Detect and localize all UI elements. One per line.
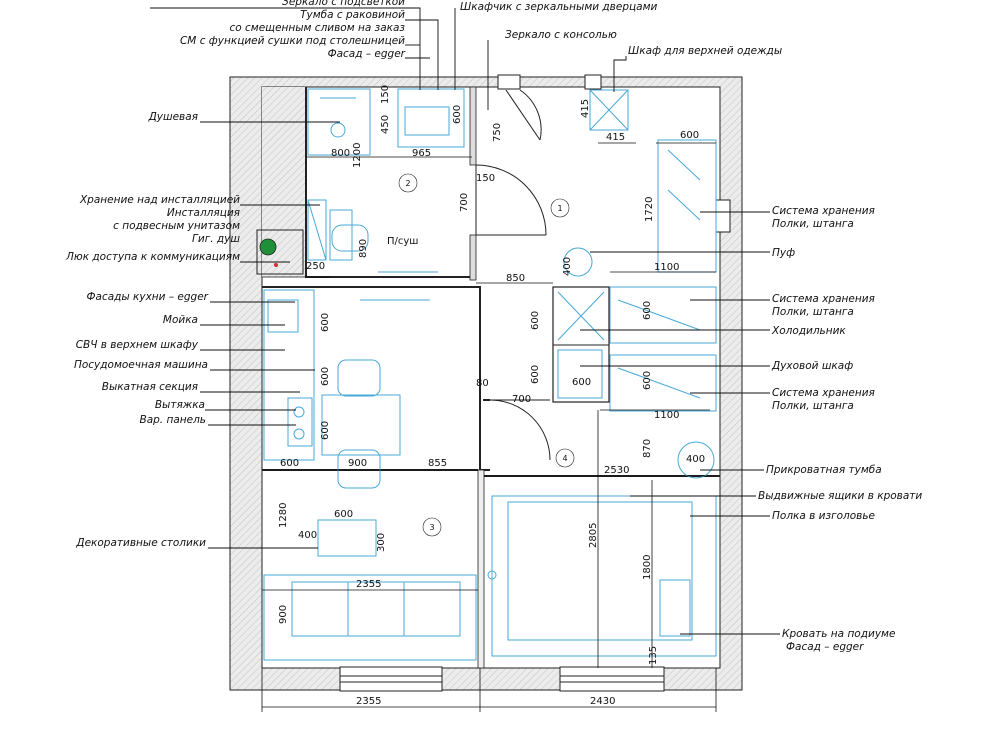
label-hood: Вытяжка [155, 399, 205, 411]
label-kitchen-facades: Фасады кухни – egger [86, 291, 208, 303]
label-pullout: Выкатная секция [102, 381, 198, 393]
label-microwave: СВЧ в верхнем шкафу [76, 339, 199, 351]
dim-1100-a: 1100 [654, 262, 679, 273]
dim-1100-b: 1100 [654, 410, 679, 421]
label-facade-top: Фасад – egger [328, 48, 406, 60]
label-deco-tables: Декоративные столики [75, 537, 206, 549]
label-wardrobe-outer: Шкаф для верхней одежды [628, 45, 782, 57]
room-number-1: 1 [557, 204, 562, 213]
dim-700-b: 700 [512, 394, 531, 405]
label-mirror-lit: Зеркало с подсветкой [282, 0, 405, 8]
label-drawers: Выдвижные ящики в кровати [758, 490, 922, 502]
dim-150-a: 150 [380, 85, 391, 104]
right-annotations: Система хранения Полки, штанга Пуф Систе… [758, 205, 922, 653]
left-annotations: Душевая Хранение над инсталляцией Инстал… [65, 111, 240, 549]
dim-890: 890 [358, 239, 369, 258]
label-storage1-b: Полки, штанга [772, 218, 854, 230]
dim-2430: 2430 [590, 696, 615, 707]
dim-80: 80 [476, 378, 489, 389]
top-annotations: Зеркало с подсветкой Тумба с раковиной с… [180, 0, 782, 60]
dim-400-a: 400 [562, 257, 573, 276]
label-hyg-shower: Гиг. душ [192, 233, 240, 245]
label-headboard: Полка в изголовье [772, 510, 875, 522]
label-storage2-b: Полки, штанга [772, 306, 854, 318]
dim-400-c: 400 [298, 530, 317, 541]
dim-1200: 1200 [352, 143, 363, 168]
dim-2355-a: 2355 [356, 579, 381, 590]
dim-600-f: 600 [320, 367, 331, 386]
label-pouf: Пуф [772, 247, 795, 259]
label-bed-podium: Кровать на подиуме [782, 628, 895, 640]
dim-600-e: 600 [642, 301, 653, 320]
dim-900-b: 900 [278, 605, 289, 624]
label-vanity-drain: со смещенным сливом на заказ [229, 22, 405, 34]
dim-2805: 2805 [588, 523, 599, 548]
dim-135: 135 [648, 646, 659, 665]
doors [475, 89, 551, 461]
dim-600-i: 600 [642, 371, 653, 390]
dim-2355-b: 2355 [356, 696, 381, 707]
label-hatch: Люк доступа к коммуникациям [65, 251, 240, 263]
dim-415-a: 415 [580, 99, 591, 118]
label-oven: Духовой шкаф [771, 360, 853, 372]
dim-1720: 1720 [644, 197, 655, 222]
label-hob: Вар. панель [139, 414, 206, 426]
label-washer: СМ с функцией сушки под столешницей [180, 35, 405, 47]
dim-150-b: 150 [476, 173, 495, 184]
dim-600-j: 600 [320, 421, 331, 440]
label-shower: Душевая [148, 111, 198, 123]
dim-855: 855 [428, 458, 447, 469]
label-bedside: Прикроватная тумба [766, 464, 882, 476]
label-storage3-a: Система хранения [772, 387, 875, 399]
dim-415-b: 415 [606, 132, 625, 143]
dim-600-k: 600 [280, 458, 299, 469]
dim-850: 850 [506, 273, 525, 284]
dim-400-b: 400 [686, 454, 705, 465]
dim-1800: 1800 [642, 555, 653, 580]
dimension-values: 150 450 600 750 415 415 600 800 1200 965… [278, 85, 705, 707]
label-storage-install: Хранение над инсталляцией [79, 194, 240, 206]
label-fridge: Холодильник [771, 325, 846, 337]
label-wall-wc: с подвесным унитазом [113, 220, 240, 232]
dim-450: 450 [380, 115, 391, 134]
dim-750: 750 [492, 123, 503, 142]
room-number-4: 4 [562, 454, 567, 463]
dim-600-g: 600 [530, 365, 541, 384]
leader-lines [150, 7, 780, 635]
dim-1280: 1280 [278, 503, 289, 528]
room-markers: 2 1 3 4 [398, 173, 575, 537]
dim-300: 300 [376, 533, 387, 552]
dim-600-a: 600 [452, 105, 463, 124]
furniture [256, 88, 717, 661]
dim-600-l: 600 [334, 509, 353, 520]
dim-600-b: 600 [680, 130, 699, 141]
label-facade-bed: Фасад – egger [786, 641, 864, 653]
outer-walls [229, 74, 743, 692]
label-storage3-b: Полки, штанга [772, 400, 854, 412]
label-sink: Мойка [163, 314, 198, 326]
room-number-2: 2 [405, 179, 410, 188]
dim-700-a: 700 [459, 193, 470, 212]
label-mirror-cabinet: Шкафчик с зеркальными дверцами [460, 1, 657, 13]
label-mirror-console: Зеркало с консолью [505, 29, 617, 41]
label-dishwasher: Посудомоечная машина [74, 359, 208, 371]
dim-600-h: 600 [572, 377, 591, 388]
dimension-lines [261, 142, 717, 712]
dim-800: 800 [331, 148, 350, 159]
dim-600-c: 600 [320, 313, 331, 332]
dim-900-a: 900 [348, 458, 367, 469]
shower-tray-text: П/суш [387, 236, 418, 247]
dim-250: 250 [306, 261, 325, 272]
label-installation: Инсталляция [167, 207, 240, 219]
label-storage1-a: Система хранения [772, 205, 875, 217]
dim-2530: 2530 [604, 465, 629, 476]
dim-600-d: 600 [530, 311, 541, 330]
label-storage2-a: Система хранения [772, 293, 875, 305]
dim-965: 965 [412, 148, 431, 159]
dim-870: 870 [642, 439, 653, 458]
label-vanity: Тумба с раковиной [300, 9, 405, 21]
room-number-3: 3 [429, 523, 434, 532]
